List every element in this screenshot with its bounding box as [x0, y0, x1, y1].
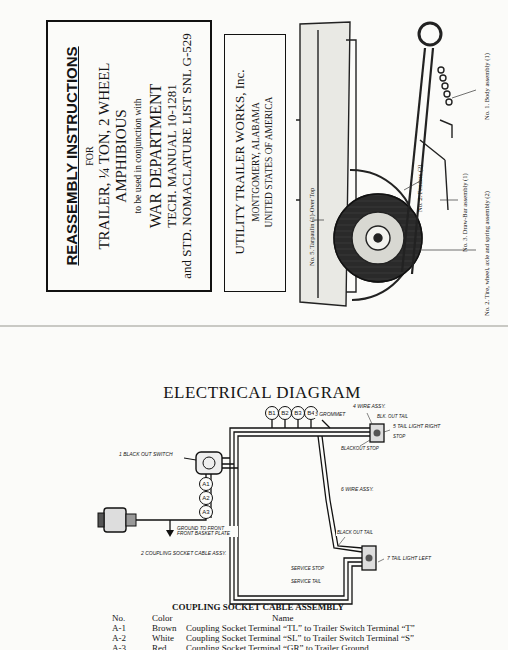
tag-text: A3: [202, 509, 209, 515]
ground-arrow: [166, 530, 174, 537]
part-callout: No. 2. Tire, wheel, axle and spring asse…: [483, 191, 490, 316]
coupling-socket-symbol: [98, 508, 136, 532]
wiring-leaders: [338, 413, 390, 562]
wire-tag-circle: A2: [199, 491, 213, 505]
tag-text: A2: [202, 495, 209, 501]
wiring-label: 6 WIRE ASSY.: [340, 487, 375, 493]
body-text: WAR DEPARTMENT: [147, 84, 165, 229]
wiring-label: 5 TAIL LIGHT RIGHT: [392, 424, 441, 430]
page-fold: [0, 325, 508, 327]
wiring-label: 4 WIRE ASSY.: [352, 404, 387, 410]
wiring-label: BLK. OUT TAIL: [376, 415, 409, 420]
heading-text: REASSEMBLY INSTRUCTIONS: [63, 46, 80, 265]
wiring-label: BLACKOUT STOP: [340, 447, 380, 452]
wiring: [135, 420, 370, 604]
tail-light-right-symbol: [370, 424, 384, 442]
wiring-label: GROUND TO FRONT FRONT BASKET PLATE: [176, 526, 238, 537]
part-callout: No. 5. Tarpaulin (1)-Over Top: [308, 188, 315, 266]
rotated-frame: REASSEMBLY INSTRUCTIONS FORTRAILER, ¼ TON…: [50, 25, 208, 287]
wiring-label: STOP: [392, 435, 406, 440]
body-text: to be used in conjunction with: [133, 99, 144, 214]
wire-tag-circle: A3: [199, 505, 213, 519]
tag-text: B3: [294, 410, 301, 416]
body-text: MONTGOMERY, ALABAMA: [251, 102, 262, 222]
body-text: TRAILER, ¼ TON, 2 WHEEL: [96, 62, 113, 249]
table-cell: Coupling Socket Terminal “SL” to Trailer…: [186, 634, 414, 644]
table-cell: Name: [272, 614, 294, 624]
leader-lines: [312, 90, 476, 250]
body-text: AMPHIBIOUS: [113, 109, 130, 202]
body-text: TECH. MANUAL 10-1281: [165, 84, 180, 228]
title-box: REASSEMBLY INSTRUCTIONS FORTRAILER, ¼ TON…: [46, 20, 212, 292]
table-cell: Coupling Socket Terminal “GR” to Trailer…: [186, 644, 369, 650]
tag-text: A1: [202, 481, 209, 487]
table-cell: Brown: [152, 624, 177, 634]
part-callout: No. 2. Fenders (2): [416, 165, 423, 212]
diagram-title: ELECTRICAL DIAGRAM: [163, 383, 361, 403]
wire-tag-circle: B2: [278, 406, 292, 420]
title-box: UTILITY TRAILER WORKS, Inc.MONTGOMERY, A…: [224, 34, 286, 292]
wiring-label: 3 GROMMET: [314, 412, 346, 418]
wiring-label: BLACK OUT TAIL: [336, 531, 374, 536]
part-callout: No. 1. Body assembly (1): [483, 53, 490, 120]
wire-tag-circle: B3: [291, 406, 305, 420]
table-cell: A-2: [112, 634, 126, 644]
table-cell: Color: [152, 614, 173, 624]
wire-tag-circle: B1: [265, 406, 279, 420]
rotated-frame: UTILITY TRAILER WORKS, Inc.MONTGOMERY, A…: [227, 38, 281, 286]
trailer-illustration: [296, 22, 452, 306]
table-cell: A-1: [112, 624, 126, 634]
tag-text: B1: [268, 410, 275, 416]
body-text: and STD. NOMACLATURE LIST SNL G-529: [180, 33, 195, 279]
heading-text: UTILITY TRAILER WORKS, Inc.: [233, 70, 248, 255]
table-cell: White: [152, 634, 174, 644]
wiring-label: SERVICE TAIL: [290, 580, 322, 585]
table-cell: A-3: [112, 644, 126, 650]
wiring-label: 1 BLACK OUT SWITCH: [118, 452, 174, 458]
tail-light-left-symbol: [362, 546, 376, 570]
table-cell: Red: [152, 644, 167, 650]
wiring-label: SERVICE STOP: [290, 567, 325, 572]
body-text: FOR: [84, 146, 96, 165]
table-cell: COUPLING SOCKET CABLE ASSEMBLY: [172, 603, 344, 613]
wiring-label: 2 COUPLING SOCKET CABLE ASSY.: [140, 551, 228, 557]
tag-text: B2: [281, 410, 288, 416]
wiring-label: 7 TAIL LIGHT LEFT: [386, 556, 432, 562]
table-cell: Coupling Socket Terminal “TL” to Trailer…: [186, 624, 415, 634]
wire-tag-circle: A1: [199, 477, 213, 491]
body-text: UNITED STATES OF AMERICA: [264, 97, 275, 228]
part-callout: No. 3. Draw-Bar assembly (1): [461, 173, 468, 252]
blackout-switch-symbol: [184, 452, 222, 474]
table-cell: No.: [112, 614, 125, 624]
